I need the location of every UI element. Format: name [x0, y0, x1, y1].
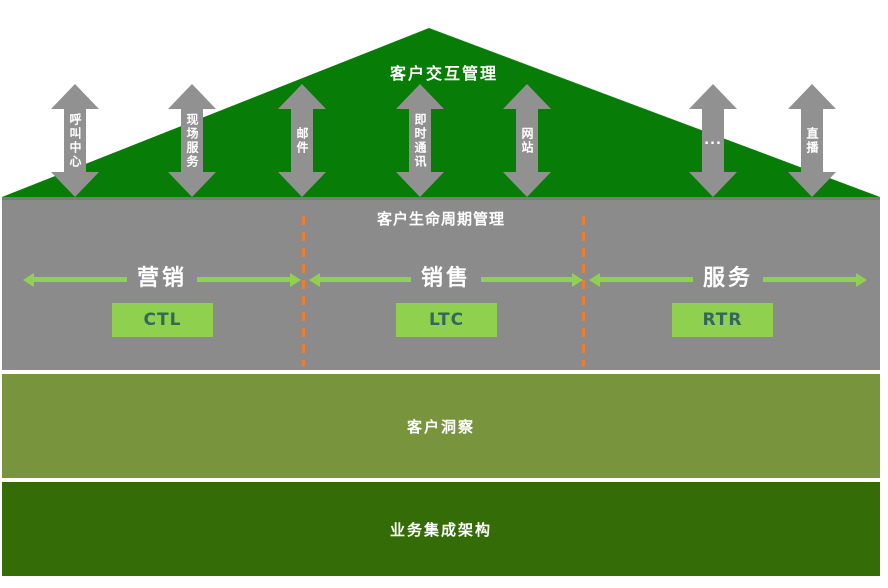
channel-arrow-more: ...	[689, 84, 737, 197]
roof-triangle	[2, 28, 880, 197]
stage-code-box-ctl: CTL	[112, 303, 213, 337]
arrow-shaft	[702, 107, 724, 174]
arrow-up-icon	[689, 84, 737, 109]
stage-divider	[302, 216, 305, 366]
flow-arrow-right-icon	[481, 272, 584, 287]
arrow-up-icon	[503, 84, 551, 109]
channel-arrow-call-center: 呼叫中心	[51, 84, 99, 197]
flow-arrow-right-icon	[197, 272, 302, 287]
flow-arrow-right-icon	[763, 272, 868, 287]
arrow-down-icon	[278, 172, 326, 197]
arrow-up-icon	[278, 84, 326, 109]
arrow-shaft	[516, 107, 538, 174]
arrow-up-icon	[51, 84, 99, 109]
stage-label: 销售	[421, 266, 472, 291]
integration-band: 业务集成架构	[2, 482, 880, 576]
stage-service: 服务	[588, 266, 868, 292]
channel-arrow-live-streaming: 直播	[788, 84, 836, 197]
channel-arrow-instant-messaging: 即时通讯	[396, 84, 444, 197]
arrow-down-icon	[51, 172, 99, 197]
arrow-shaft	[181, 107, 203, 174]
stage-label: 服务	[703, 266, 754, 291]
stage-marketing: 营销	[22, 266, 302, 292]
channel-label: 网站	[520, 126, 534, 155]
stage-sales: 销售	[308, 266, 584, 292]
lifecycle-band: 客户生命周期管理 营销 销售 服务 CTL LTC RTR	[2, 197, 880, 370]
channel-arrow-field-service: 现场服务	[168, 84, 216, 197]
arrow-down-icon	[689, 172, 737, 197]
arrow-down-icon	[168, 172, 216, 197]
stage-divider	[582, 216, 585, 366]
channel-label: 直播	[805, 126, 819, 155]
flow-arrow-left-icon	[309, 272, 411, 287]
arrow-shaft	[801, 107, 823, 174]
channel-arrow-email: 邮件	[278, 84, 326, 197]
channel-arrow-website: 网站	[503, 84, 551, 197]
stage-code-box-ltc: LTC	[396, 303, 497, 337]
stage-label: 营销	[137, 266, 188, 291]
arrow-shaft	[409, 107, 431, 174]
arrow-down-icon	[396, 172, 444, 197]
arrow-shaft	[291, 107, 313, 174]
channel-label: 现场服务	[185, 112, 199, 169]
lifecycle-title: 客户生命周期管理	[376, 210, 505, 228]
arrow-up-icon	[788, 84, 836, 109]
arrow-shaft	[64, 107, 86, 174]
channel-label: 呼叫中心	[68, 112, 82, 169]
channel-label: 即时通讯	[413, 112, 427, 169]
flow-arrow-left-icon	[23, 272, 127, 287]
arrow-down-icon	[788, 172, 836, 197]
arrow-up-icon	[396, 84, 444, 109]
channel-label: ...	[704, 133, 722, 148]
arrow-up-icon	[168, 84, 216, 109]
arrow-down-icon	[503, 172, 551, 197]
flow-arrow-left-icon	[589, 272, 693, 287]
channel-label: 邮件	[295, 126, 309, 155]
insight-band: 客户洞察	[2, 374, 880, 478]
stage-code-box-rtr: RTR	[672, 303, 773, 337]
roof-title: 客户交互管理	[389, 64, 498, 83]
